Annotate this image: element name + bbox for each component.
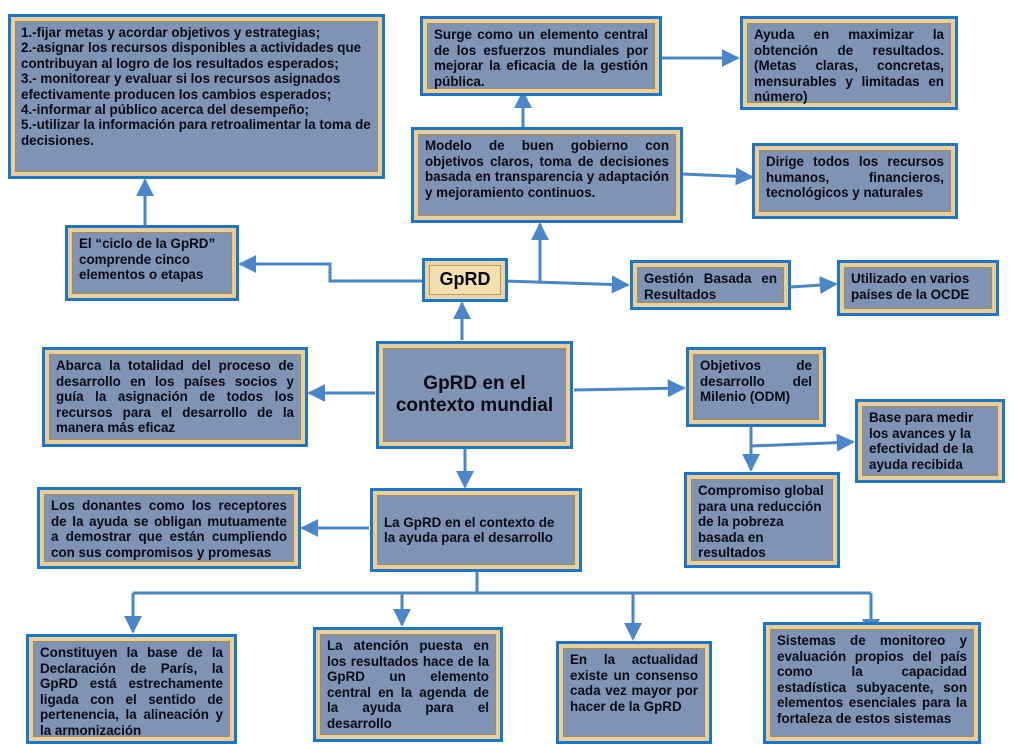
edge-mundial-odm bbox=[573, 379, 686, 398]
node-compromiso: Compromiso global para una reducción de … bbox=[684, 472, 840, 568]
edge-odm-base bbox=[750, 433, 855, 452]
node-actualidad: En la actualidad existe un consenso cada… bbox=[556, 641, 712, 744]
node-dirige: Dirige todos los recursos humanos, finan… bbox=[752, 143, 958, 219]
edge-gprd-gestion bbox=[505, 275, 630, 294]
node-gprd: GpRD bbox=[422, 258, 508, 302]
node-sistemas: Sistemas de monitoreo y evaluación propi… bbox=[763, 622, 981, 744]
node-donantes: Los donantes como los receptores de la a… bbox=[37, 487, 301, 569]
node-contexto-mundial: GpRD en el contexto mundial bbox=[376, 341, 573, 449]
node-base-medir: Base para medir los avances y la efectiv… bbox=[855, 399, 1005, 483]
node-ayuda-max: Ayuda en maximizar la obtención de resul… bbox=[740, 16, 958, 110]
node-contexto-ayuda: La GpRD en el contexto de la ayuda para … bbox=[370, 488, 582, 572]
node-surge: Surge como un elemento central de los es… bbox=[420, 16, 662, 96]
node-ocde: Utilizado en varios países de la OCDE bbox=[837, 260, 999, 316]
node-gestion: Gestión Basada en Resultados bbox=[630, 260, 791, 310]
edge-gestion-ocde bbox=[790, 276, 838, 295]
node-ciclo-list: 1.-fijar metas y acordar objetivos y est… bbox=[8, 14, 385, 179]
edge-modelo-dirige bbox=[681, 167, 754, 186]
edge-gprd-ciclo bbox=[238, 255, 424, 283]
node-ciclo: El “ciclo de la GpRD” comprende cinco el… bbox=[65, 225, 239, 301]
node-modelo: Modelo de buen gobierno con objetivos cl… bbox=[411, 127, 683, 223]
node-atencion: La atención puesta en los resultados hac… bbox=[313, 627, 503, 742]
node-paris: Constituyen la base de la Declaración de… bbox=[26, 634, 237, 744]
node-odm: Objetivos de desarrollo del Milenio (ODM… bbox=[686, 347, 826, 427]
node-abarca: Abarca la totalidad del proceso de desar… bbox=[42, 347, 308, 447]
